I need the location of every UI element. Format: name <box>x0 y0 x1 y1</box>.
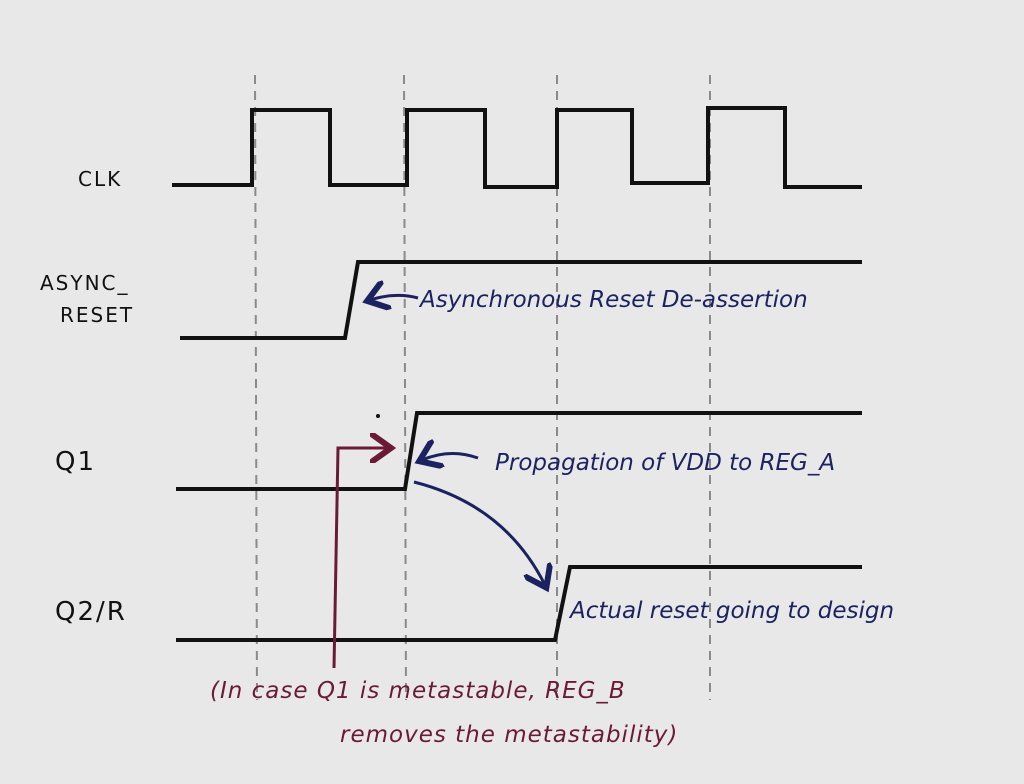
curved-arrow-icon <box>413 480 545 585</box>
q2-waveform <box>176 565 862 642</box>
metastability-arrow-icon <box>332 448 388 669</box>
arrow-icon <box>422 453 479 460</box>
q1-label: Q1 <box>55 447 96 477</box>
q1-waveform <box>176 411 862 491</box>
arrow-icon <box>370 295 419 300</box>
async-reset-label-line2: RESET <box>60 303 134 327</box>
clk-label: CLK <box>78 167 122 191</box>
async-deassert-annotation: Asynchronous Reset De-assertion <box>418 287 808 313</box>
guide-line <box>403 74 407 701</box>
async-reset-waveform <box>180 260 862 340</box>
metastability-note-line1: (In case Q1 is metastable, REG_B <box>210 678 626 704</box>
metastability-note-line2: removes the metastability) <box>340 722 678 748</box>
guide-line <box>254 74 258 701</box>
actual-reset-annotation: Actual reset going to design <box>568 598 894 624</box>
q2-label: Q2/R <box>55 597 127 627</box>
propagation-annotation: Propagation of VDD to REG_A <box>495 450 835 476</box>
clk-waveform <box>172 106 862 189</box>
dot-mark <box>376 414 380 418</box>
async-reset-label-line1: ASYNC_ <box>40 271 130 295</box>
